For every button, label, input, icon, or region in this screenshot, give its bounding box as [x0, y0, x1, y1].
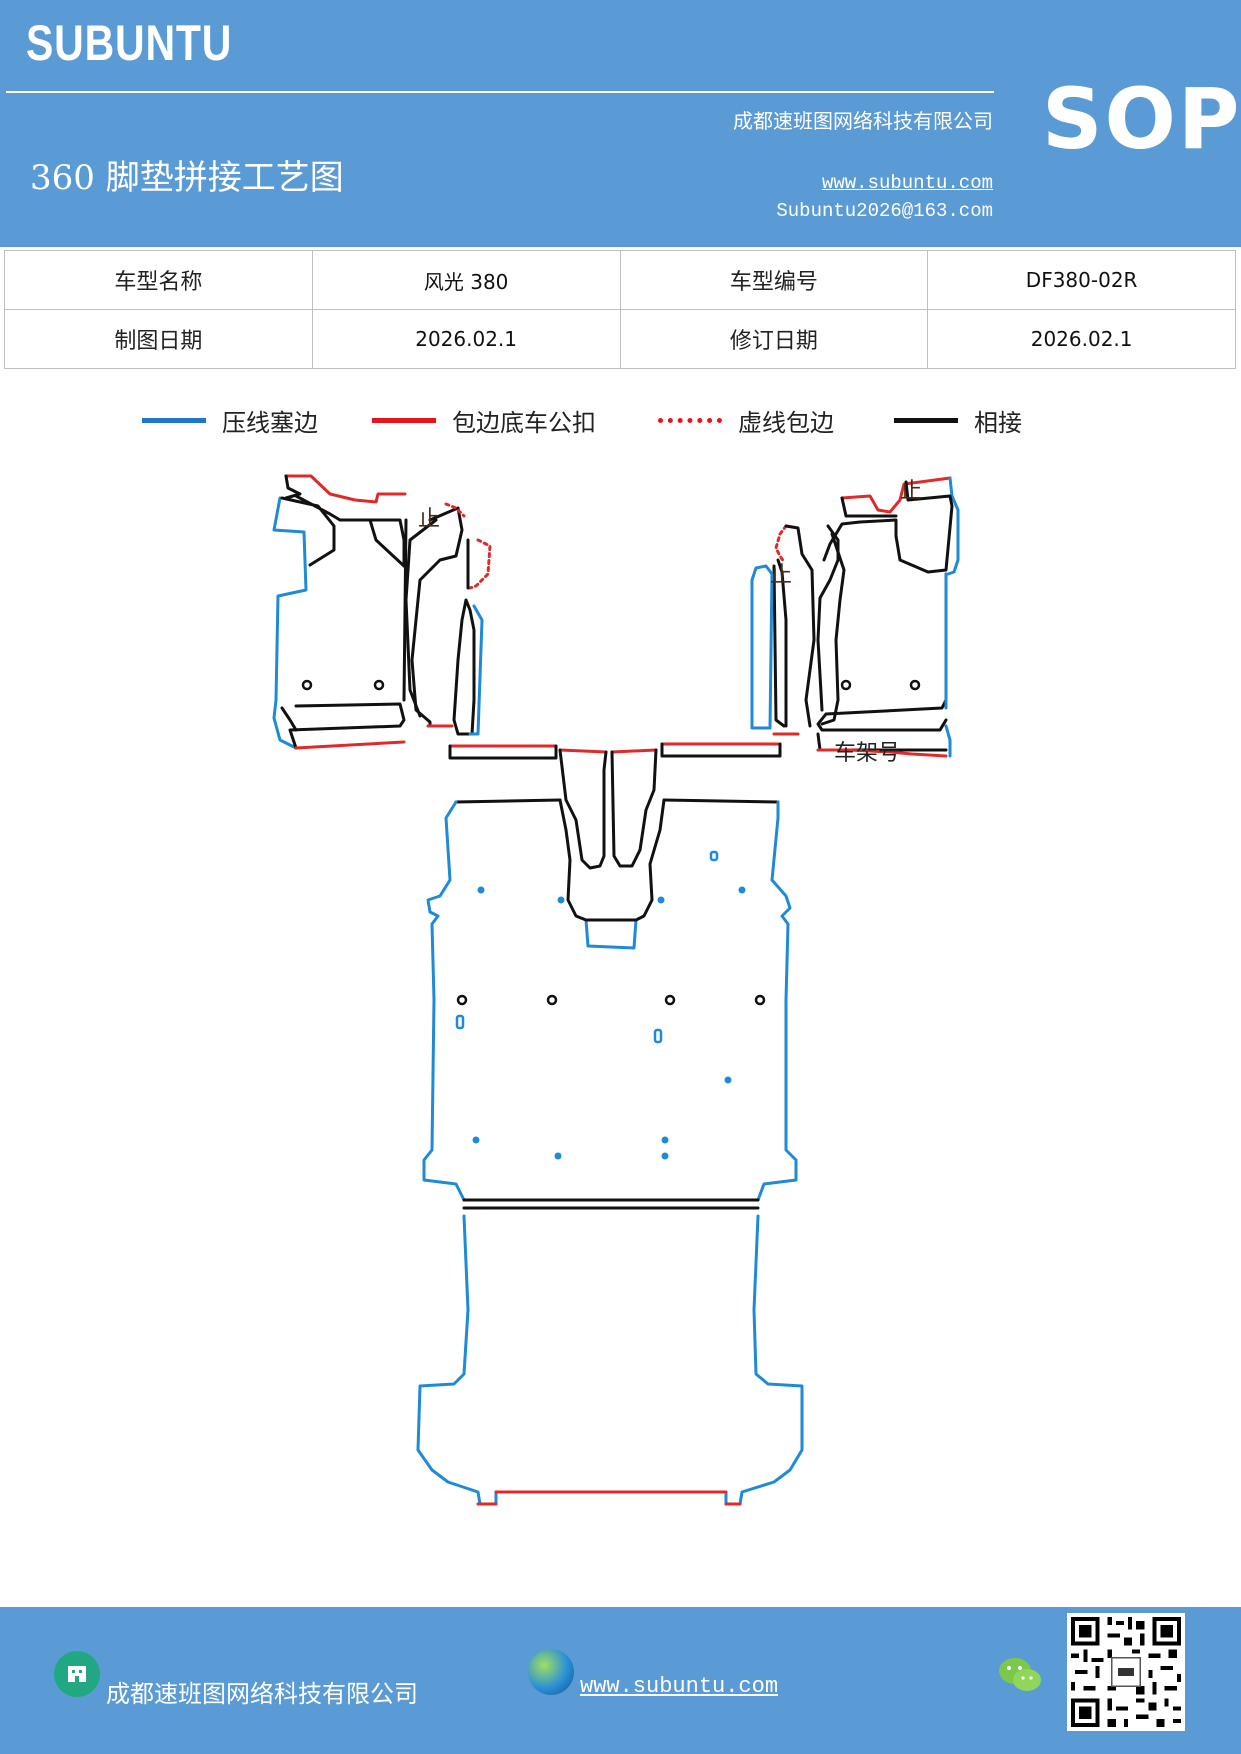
vin-label: 车架号 [834, 741, 900, 766]
wechat-icon[interactable] [996, 1653, 1044, 1701]
header-email: Subuntu2026@163.com [776, 200, 993, 222]
legend-item-press-line: 压线塞边 [142, 400, 318, 440]
legend-label: 包边底车公扣 [452, 408, 596, 437]
legend-label: 相接 [974, 408, 1022, 437]
right-front-mat [816, 476, 960, 732]
legend-label: 压线塞边 [222, 408, 318, 437]
threshold-strips [448, 742, 782, 760]
model-name-value: 风光 380 [311, 250, 621, 310]
page-title: 360 脚垫拼接工艺图 [30, 158, 344, 198]
legend-swatch-blue [142, 417, 206, 423]
footer-banner: 成都速班图网络科技有限公司 www.subuntu.com [0, 1607, 1241, 1754]
left-side-strip [404, 502, 492, 736]
legend-swatch-black [894, 417, 958, 423]
stop-mark-left: 止 [418, 507, 440, 532]
model-name-label: 车型名称 [4, 250, 313, 310]
header-divider [6, 91, 994, 93]
drawing-date-value: 2026.02.1 [311, 309, 621, 369]
rear-floor-mat [416, 1214, 804, 1506]
right-side-strip [750, 524, 816, 736]
legend-item-edge-wrap: 包边底车公扣 [372, 400, 596, 440]
stop-mark-right-strip: 止 [770, 563, 792, 588]
legend-swatch-red-dotted [658, 417, 722, 423]
sop-badge: SOP [1042, 70, 1241, 168]
model-code-value: DF380-02R [927, 250, 1236, 310]
legend-item-dotted-edge: 虚线包边 [658, 400, 834, 440]
legend-label: 虚线包边 [738, 408, 834, 437]
footer-website-link[interactable]: www.subuntu.com [580, 1674, 779, 1699]
table-row: 制图日期 2026.02.1 修订日期 2026.02.1 [4, 309, 1236, 369]
brand-logo: SUBUNTU [26, 15, 233, 71]
revision-date-label: 修订日期 [619, 309, 929, 369]
qr-code[interactable] [1067, 1613, 1185, 1731]
center-tunnel [558, 748, 658, 870]
legend-swatch-red [372, 417, 436, 423]
legend-item-joint: 相接 [894, 400, 1022, 440]
revision-date-value: 2026.02.1 [927, 309, 1236, 369]
footer-company: 成都速班图网络科技有限公司 [106, 1680, 418, 1708]
legend: 压线塞边 包边底车公扣 虚线包边 相接 [0, 400, 1241, 440]
main-floor-mat [422, 798, 798, 1210]
globe-icon [528, 1649, 574, 1695]
left-front-mat [272, 474, 408, 750]
info-table: 车型名称 风光 380 车型编号 DF380-02R 制图日期 2026.02.… [4, 250, 1236, 369]
header-website-link[interactable]: www.subuntu.com [821, 172, 993, 194]
table-row: 车型名称 风光 380 车型编号 DF380-02R [4, 250, 1236, 310]
right-rear-strip [816, 724, 952, 758]
header-banner: SUBUNTU 成都速班图网络科技有限公司 360 脚垫拼接工艺图 www.su… [0, 0, 1241, 247]
floor-mat-diagram: 止 止 止 车架号 [272, 474, 960, 1506]
drawing-date-label: 制图日期 [4, 309, 313, 369]
model-code-label: 车型编号 [619, 250, 929, 310]
header-company: 成都速班图网络科技有限公司 [733, 109, 993, 133]
building-icon [54, 1651, 100, 1697]
stop-mark-right-top: 止 [900, 479, 922, 504]
